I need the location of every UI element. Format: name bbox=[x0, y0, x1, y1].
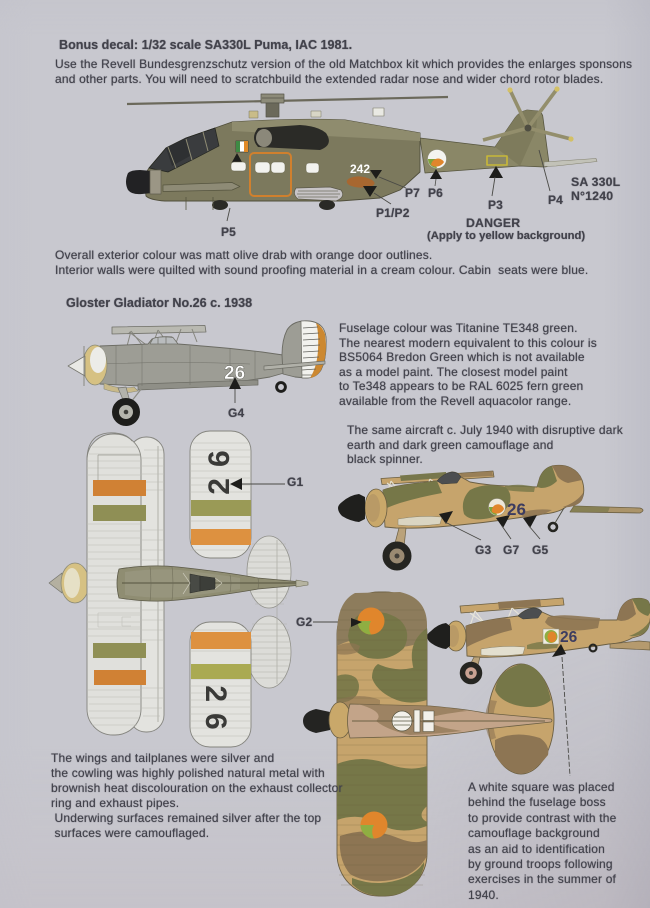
svg-text:26: 26 bbox=[224, 363, 245, 384]
svg-text:26: 26 bbox=[199, 685, 232, 740]
svg-text:26: 26 bbox=[560, 629, 578, 646]
svg-text:26: 26 bbox=[507, 500, 526, 519]
svg-text:242: 242 bbox=[350, 162, 370, 176]
svg-text:26: 26 bbox=[203, 439, 236, 494]
